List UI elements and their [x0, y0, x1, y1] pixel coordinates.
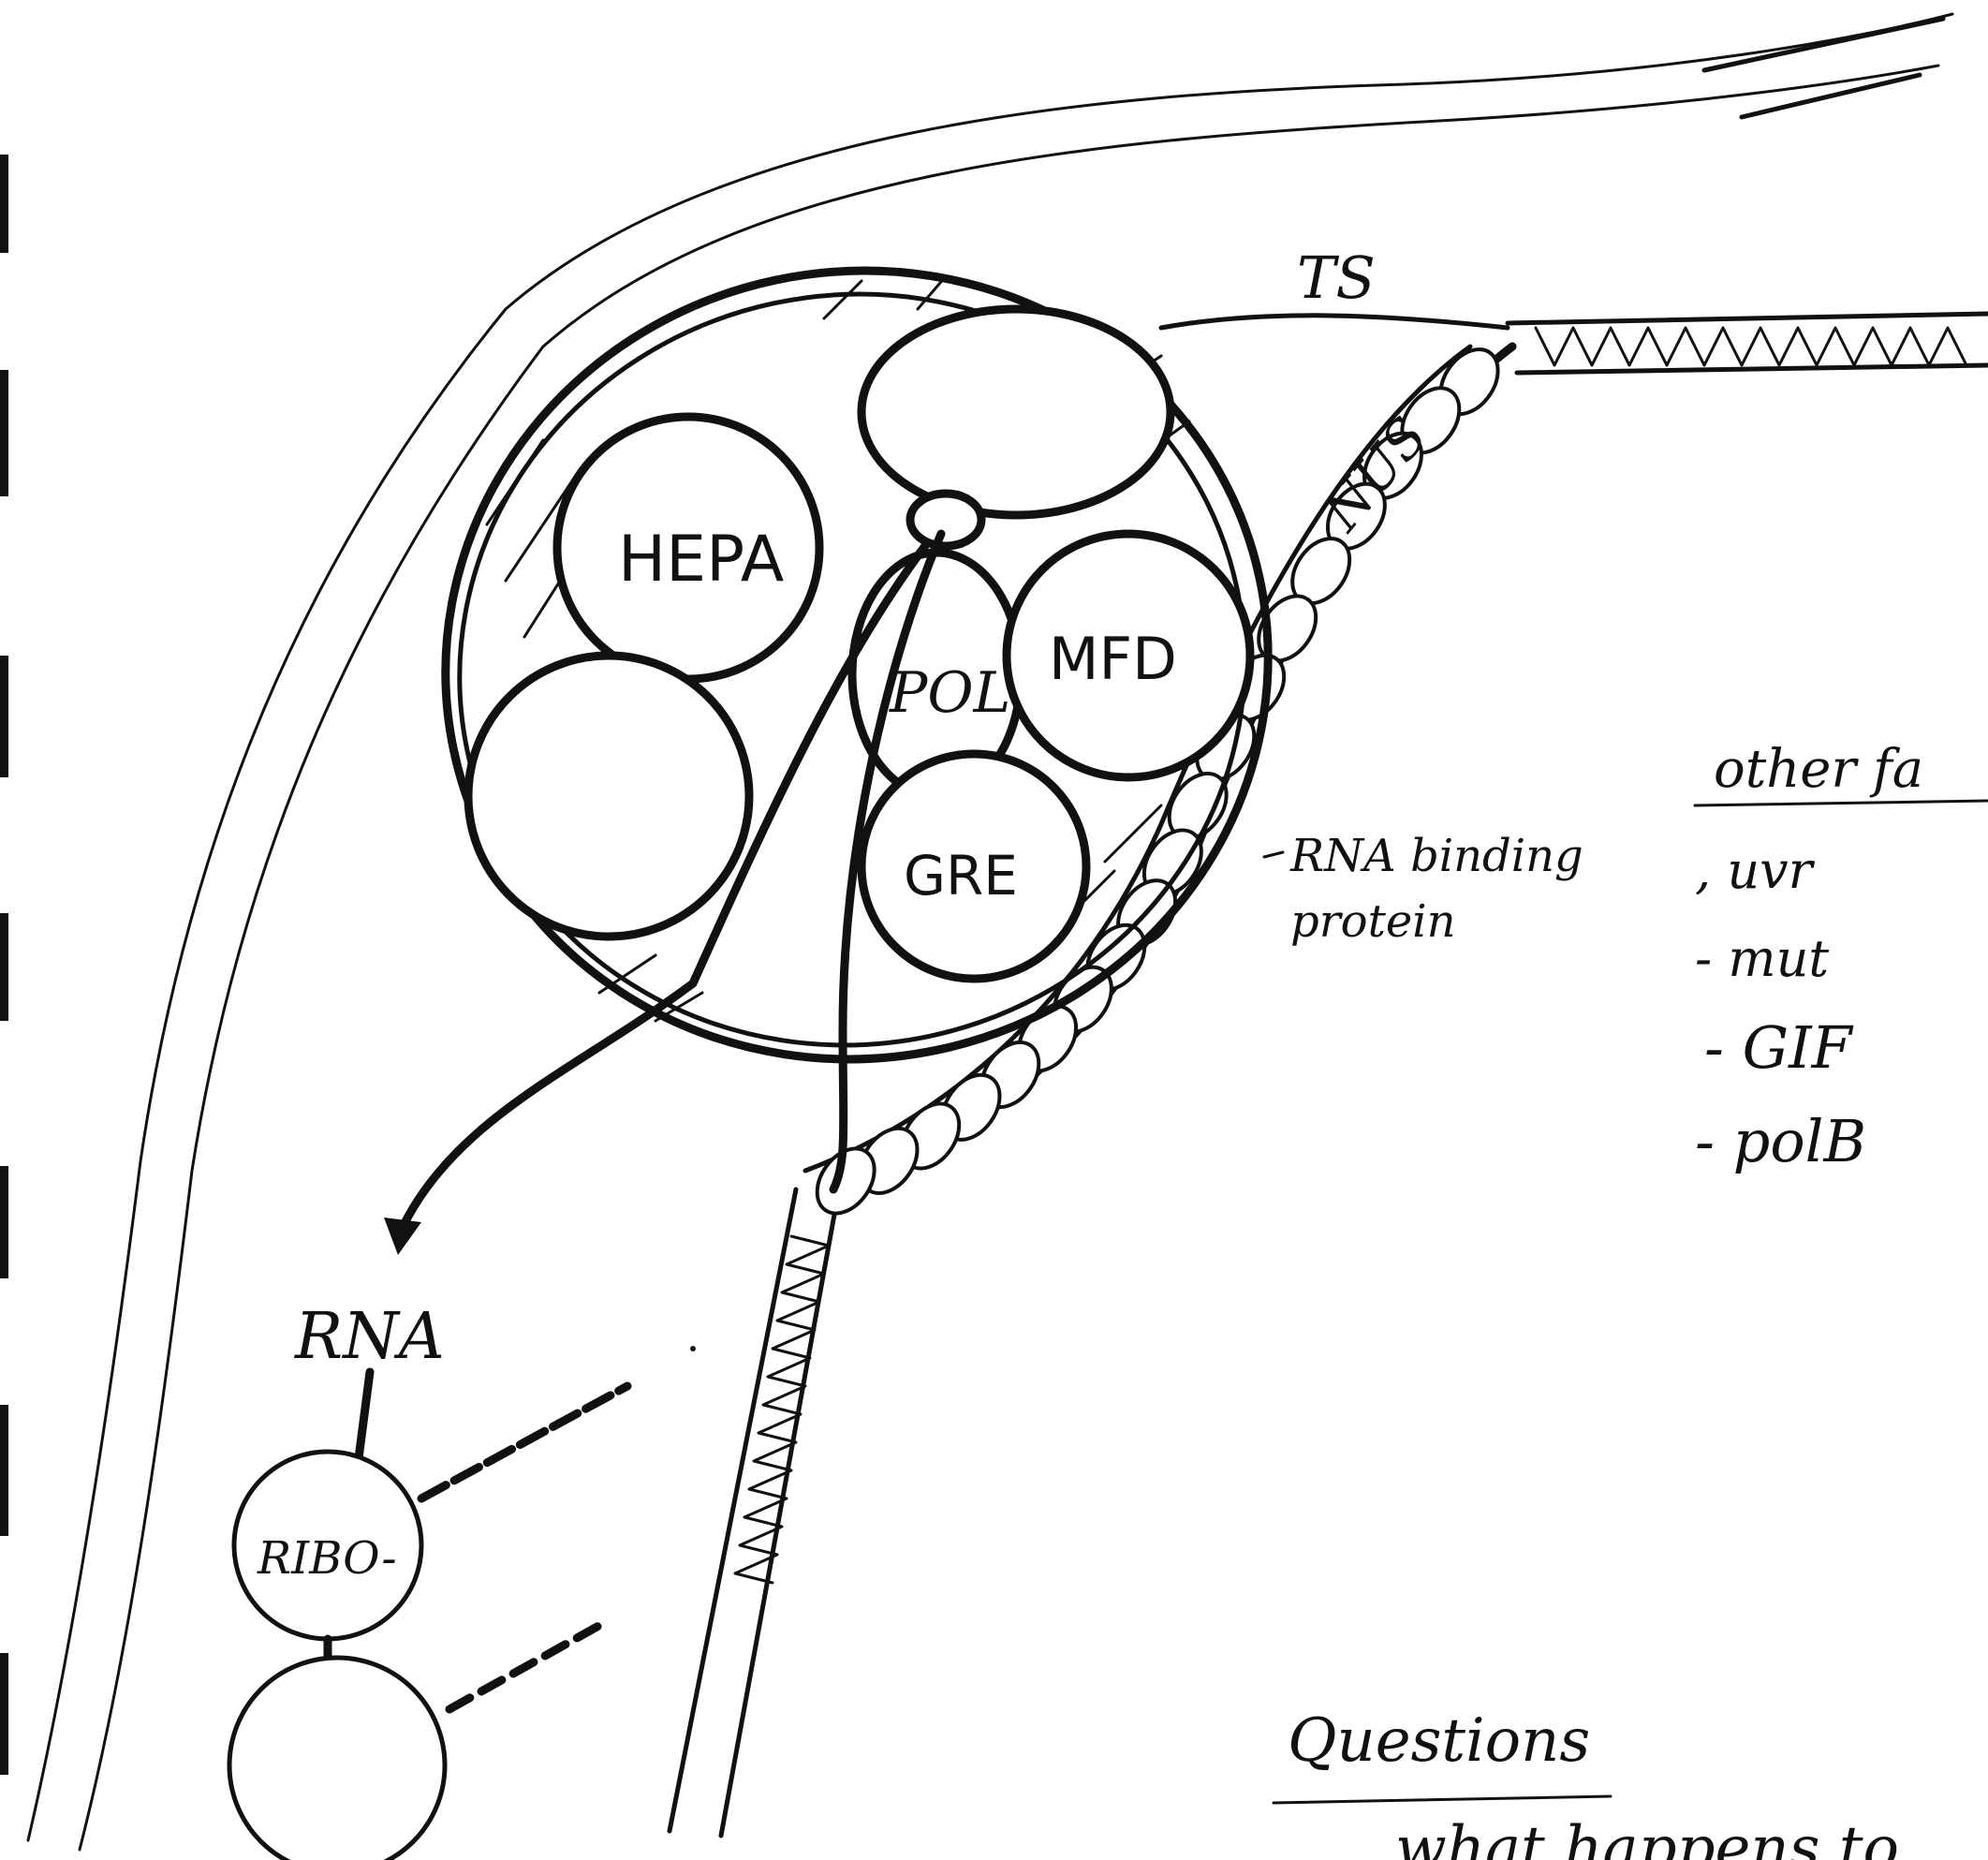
margin-marks [0, 155, 8, 1775]
svg-text:RIBO-: RIBO- [257, 1532, 397, 1585]
stray-dot [690, 1346, 696, 1351]
dna-strand-down [670, 1189, 838, 1836]
rna-binding-label-1: RNA binding [1289, 830, 1583, 882]
rna-binding-label-2: protein [1290, 895, 1456, 948]
subunit-top [861, 309, 1171, 515]
other-factor-4: - polB [1695, 1107, 1866, 1175]
dna-strand-right [1508, 314, 1988, 373]
svg-text:HEPA: HEPA [618, 523, 784, 597]
rna-binding-dash [1264, 852, 1283, 857]
questions-line-1: what happens to [1395, 1814, 1899, 1860]
subunit-mfd: MFD [1007, 534, 1250, 777]
other-factor-1: , uvr [1695, 841, 1816, 900]
active-site [910, 494, 981, 546]
svg-text:POL: POL [889, 660, 1010, 726]
ts-label: TS [1297, 244, 1376, 312]
ribosome-upper: RIBO- [234, 1386, 627, 1639]
other-factor-3: - GIF [1704, 1013, 1854, 1082]
rna-arrow-head [384, 1218, 421, 1255]
subunit-unlabeled [468, 656, 749, 937]
subunit-hepa: HEPA [557, 417, 819, 679]
subunit-gre: GRE [861, 754, 1086, 979]
svg-text:MFD: MFD [1049, 625, 1177, 693]
other-factor-2: - mut [1695, 929, 1829, 988]
rna-label: RNA [293, 1300, 445, 1374]
questions-panel: Questions what happens to [1274, 1706, 1899, 1860]
ts-line [1161, 316, 1508, 328]
svg-text:GRE: GRE [904, 844, 1018, 908]
other-factors-panel: other fa , uvr - mut - GIF - polB [1695, 739, 1988, 1175]
other-factors-heading: other fa [1714, 739, 1923, 800]
ribosome-lower [229, 1620, 609, 1860]
questions-heading: Questions [1288, 1706, 1590, 1776]
